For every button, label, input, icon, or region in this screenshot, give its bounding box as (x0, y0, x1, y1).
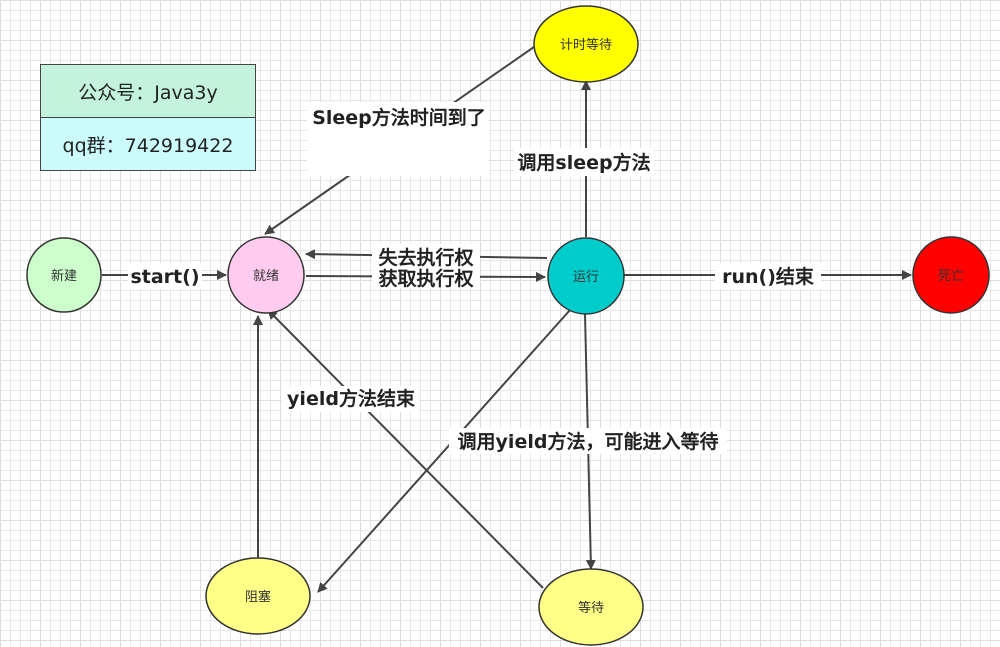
edge-label-call-yield: 调用yield方法，可能进入等待 (458, 430, 719, 453)
call-yield-label-bg (449, 428, 727, 454)
call-sleep-label-bg (514, 148, 654, 176)
yield-end-label-bg (282, 386, 420, 412)
node-new: 新建 (26, 237, 102, 313)
sleep-done-label-bg (307, 102, 489, 176)
node-new-label: 新建 (51, 268, 77, 284)
qq-group-label: qq群：742919422 (41, 118, 255, 170)
node-dead-circle (912, 236, 990, 314)
node-waiting-label: 等待 (578, 600, 604, 616)
node-ready-label: 就绪 (253, 269, 279, 284)
node-timed-waiting-ellipse (533, 5, 639, 83)
node-dead: 死亡 (912, 236, 990, 314)
node-timed-waiting: 计时等待 (533, 5, 639, 83)
node-running-circle (547, 237, 625, 315)
node-ready-circle (227, 236, 305, 314)
node-new-circle (26, 237, 102, 313)
node-blocked-label: 阻塞 (245, 589, 271, 605)
node-ready: 就绪 (227, 236, 305, 314)
edge-running-to-blocked (317, 309, 571, 593)
edge-label-sleep-done: Sleep方法时间到了 (312, 106, 486, 129)
edge-label-start: start() (130, 266, 199, 288)
lose-exec-label-bg (372, 244, 480, 288)
node-waiting-ellipse (538, 568, 644, 646)
node-blocked-ellipse (205, 557, 311, 635)
node-dead-label: 死亡 (938, 269, 964, 284)
node-blocked: 阻塞 (205, 557, 311, 635)
edge-label-yield-end: yield方法结束 (287, 387, 416, 410)
start-label-bg (128, 263, 202, 289)
node-waiting: 等待 (538, 568, 644, 646)
run-end-label-bg (715, 263, 821, 289)
edge-label-gain-exec: 获取执行权 (378, 267, 473, 290)
edge-label-lose-exec: 失去执行权 (378, 246, 473, 269)
edge-label-run-end: run()结束 (722, 265, 815, 288)
edge-waiting-to-ready (267, 309, 544, 589)
account-label: 公众号：Java3y (41, 65, 255, 118)
node-running-label: 运行 (573, 270, 599, 285)
info-box: 公众号：Java3y qq群：742919422 (40, 64, 256, 171)
node-running: 运行 (547, 237, 625, 315)
edge-label-call-sleep: 调用sleep方法 (517, 151, 650, 174)
node-timed-waiting-label: 计时等待 (560, 37, 612, 53)
